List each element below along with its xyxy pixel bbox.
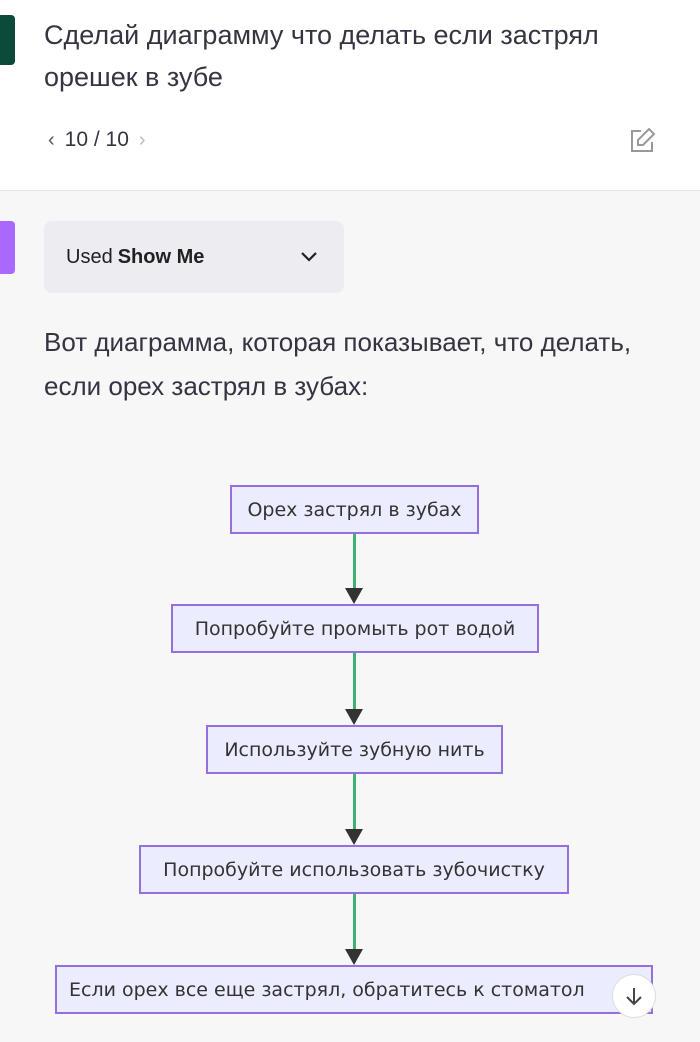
assistant-answer: Вот диаграмма, которая показывает, что д… [44, 327, 632, 401]
flow-node: Орех застрял в зубах [230, 485, 479, 534]
flow-edge [353, 894, 356, 949]
arrowhead-icon [345, 709, 363, 725]
flow-node: Попробуйте использовать зубочистку [139, 845, 569, 894]
chevron-left-icon[interactable]: ‹ [48, 128, 55, 151]
flow-edge [353, 653, 356, 709]
user-avatar [0, 15, 15, 65]
arrowhead-icon [345, 588, 363, 604]
user-message-section: Сделай диаграмму что делать если застрял… [0, 0, 700, 191]
flow-edge [353, 534, 356, 588]
flow-node: Попробуйте промыть рот водой [171, 604, 539, 653]
arrow-down-icon [626, 988, 642, 1006]
user-message: Сделай диаграмму что делать если застрял… [44, 20, 599, 92]
arrowhead-icon [345, 949, 363, 965]
flow-edge [353, 774, 356, 829]
arrowhead-icon [345, 829, 363, 845]
used-label: Used [66, 245, 113, 268]
response-pager: ‹ 10 / 10 › [48, 128, 146, 152]
flow-node: Используйте зубную нить [206, 725, 503, 774]
edit-icon[interactable] [627, 126, 657, 156]
chevron-right-icon[interactable]: › [138, 128, 146, 151]
assistant-avatar [0, 221, 15, 274]
pager-label: 10 / 10 [64, 128, 129, 151]
plugin-name: Show Me [117, 245, 205, 268]
chevron-down-icon [301, 252, 317, 262]
flow-node: Если орех все еще застрял, обратитесь к … [55, 965, 653, 1014]
scroll-to-bottom-button[interactable] [612, 974, 656, 1018]
